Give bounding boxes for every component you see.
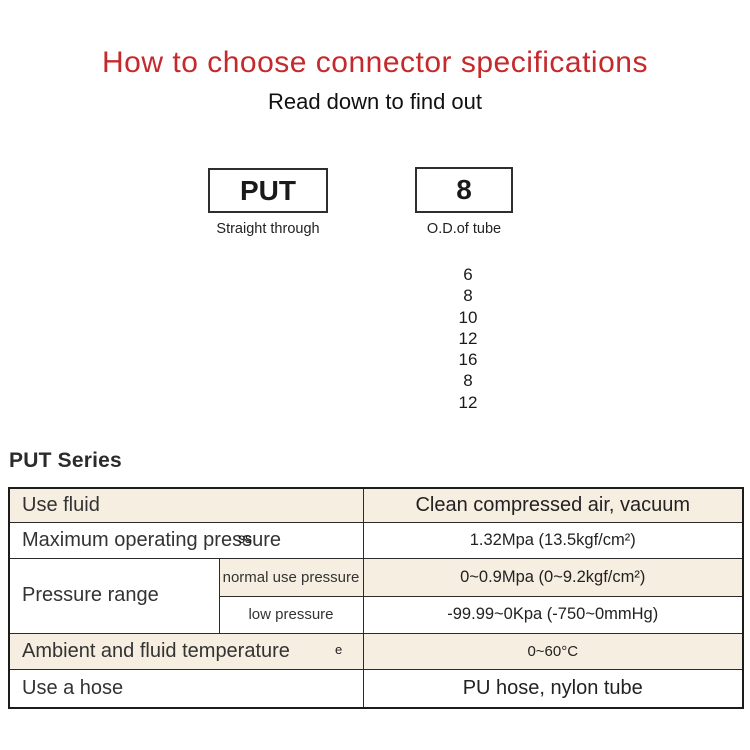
- model-prefix-label: Straight through: [216, 221, 320, 237]
- table-row: Maximum operating pressure ss 1.32Mpa (1…: [8, 521, 744, 559]
- table-row: Use a hose PU hose, nylon tube: [8, 668, 744, 709]
- model-prefix-code: PUT: [240, 174, 296, 206]
- spec-label-pressure-range: Pressure range: [8, 557, 220, 634]
- spec-label-hose: Use a hose: [8, 668, 364, 709]
- spec-value-low-pressure: -99.99~0Kpa (-750~0mmHg): [362, 595, 744, 634]
- spec-value-hose: PU hose, nylon tube: [362, 668, 744, 709]
- spec-label-text: Ambient and fluid temperature: [22, 639, 290, 662]
- spec-value-normal-pressure: 0~0.9Mpa (0~9.2kgf/cm²): [362, 557, 744, 597]
- spec-value-temperature: 0~60°C: [362, 632, 744, 670]
- spec-sublabel-normal-pressure: normal use pressure: [218, 557, 364, 597]
- spec-table: Use fluid Clean compressed air, vacuum M…: [8, 487, 744, 709]
- tube-size-option: 6: [463, 265, 473, 284]
- text-overlap-artifact: ss: [238, 529, 252, 546]
- series-heading: PUT Series: [9, 449, 122, 472]
- page-title: How to choose connector specifications: [102, 46, 648, 79]
- model-prefix-box: PUT: [208, 168, 328, 213]
- tube-size-option: 8: [463, 286, 473, 306]
- spec-label-text: Maximum operating pressure: [22, 528, 281, 551]
- stray-letter-artifact: e: [335, 641, 343, 657]
- page-subtitle: Read down to find out: [267, 89, 483, 114]
- spec-sublabel-low-pressure: low pressure: [218, 595, 364, 634]
- tube-size-options: 6 8 10 12 16 8 12: [418, 264, 518, 413]
- table-row: Pressure range normal use pressure 0~0.9…: [8, 557, 744, 634]
- spec-label-max-pressure: Maximum operating pressure ss: [8, 521, 364, 559]
- tube-od-box: 8: [415, 167, 513, 213]
- spec-label-temperature: Ambient and fluid temperature e: [8, 632, 364, 670]
- table-row: Use fluid Clean compressed air, vacuum: [8, 487, 744, 523]
- spec-label-use-fluid: Use fluid: [8, 487, 364, 523]
- tube-od-label: O.D.of tube: [426, 221, 502, 237]
- tube-size-option: 10: [458, 307, 478, 327]
- tube-size-option: 12: [458, 392, 478, 412]
- table-row: low pressure -99.99~0Kpa (-750~0mmHg): [9, 595, 744, 634]
- table-row: Ambient and fluid temperature e 0~60°C: [8, 632, 744, 670]
- spec-value-use-fluid: Clean compressed air, vacuum: [362, 487, 744, 523]
- tube-size-option: 12: [458, 328, 478, 348]
- spec-value-max-pressure: 1.32Mpa (13.5kgf/cm²): [362, 521, 744, 559]
- tube-size-option: 8: [463, 371, 473, 391]
- tube-od-code: 8: [456, 174, 472, 205]
- tube-size-option: 16: [458, 350, 478, 370]
